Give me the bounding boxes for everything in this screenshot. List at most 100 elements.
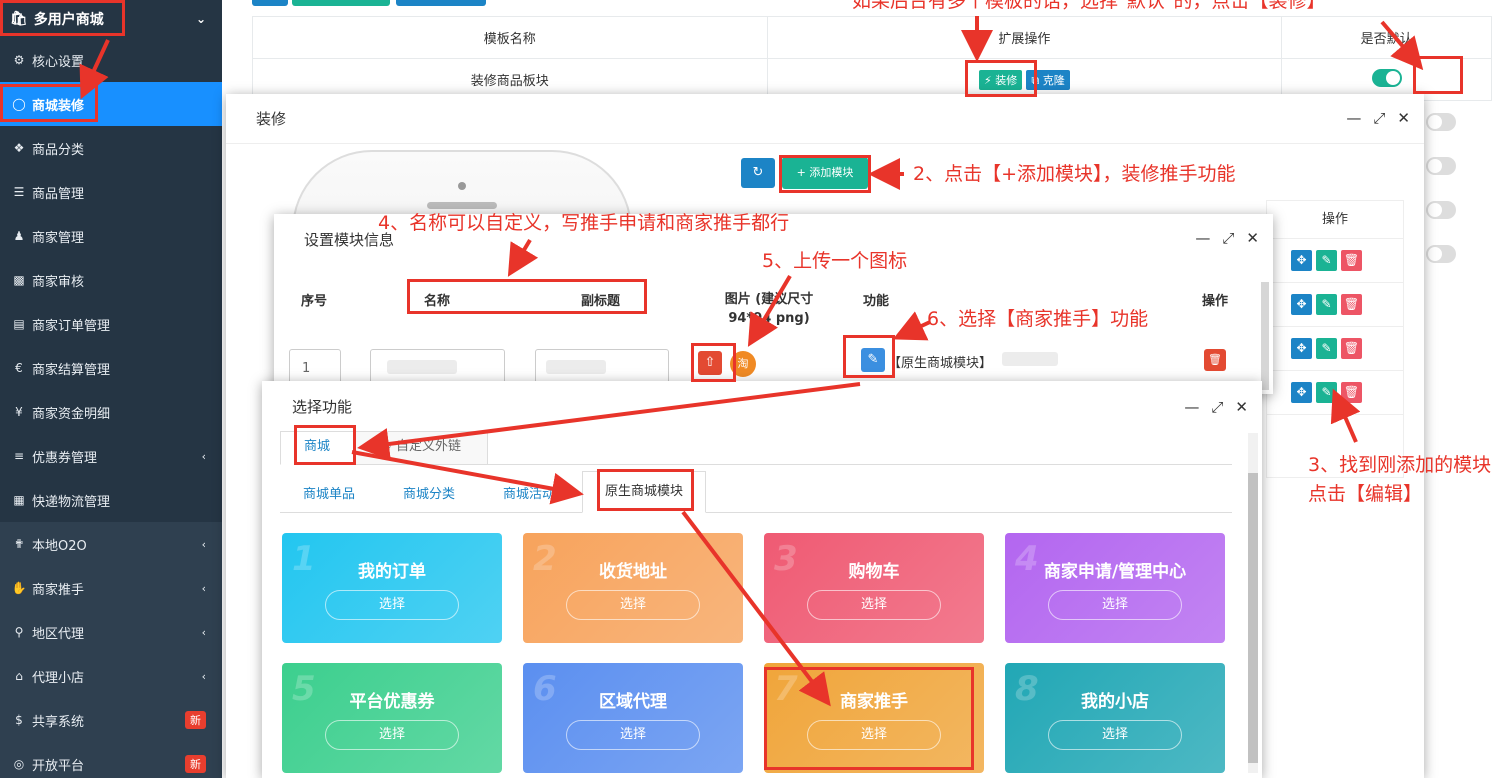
edit-button[interactable]: ✎: [1316, 338, 1337, 359]
minimize-icon[interactable]: —: [1184, 398, 1200, 416]
tab-mall[interactable]: 商城: [280, 431, 354, 465]
decorate-button[interactable]: ⚡ 装修: [978, 69, 1023, 90]
annotation-step2: 2、点击【+添加模块】，装修推手功能: [913, 163, 1236, 185]
chevron-left-icon: ‹: [201, 581, 206, 595]
toolbar-button[interactable]: [292, 0, 390, 6]
cogs-icon: ⚙: [13, 53, 25, 67]
tile-title: 区域代理: [599, 692, 667, 712]
toolbar-button[interactable]: [396, 0, 486, 6]
edit-button[interactable]: ✎: [1316, 382, 1337, 403]
sidebar-item[interactable]: ⌂代理小店‹: [0, 654, 222, 698]
move-button[interactable]: ✥: [1291, 250, 1312, 271]
subtab-native-module[interactable]: 原生商城模块: [582, 471, 706, 513]
select-button[interactable]: 选择: [325, 720, 459, 750]
toolbar-button[interactable]: [252, 0, 288, 6]
sidebar-item[interactable]: €商家结算管理: [0, 346, 222, 390]
default-toggle[interactable]: [1426, 201, 1456, 219]
sidebar-item[interactable]: ⚲地区代理‹: [0, 610, 222, 654]
delete-button[interactable]: 🗑: [1341, 382, 1362, 403]
sidebar-item[interactable]: ◎开放平台新: [0, 742, 222, 778]
add-module-button[interactable]: + 添加模块: [782, 157, 868, 189]
default-toggle[interactable]: [1426, 245, 1456, 263]
maximize-icon[interactable]: ⤢: [1211, 398, 1224, 416]
move-button[interactable]: ✥: [1291, 338, 1312, 359]
edit-button[interactable]: ✎: [1316, 250, 1337, 271]
default-toggle[interactable]: [1371, 68, 1402, 87]
select-button[interactable]: 选择: [325, 590, 459, 620]
sidebar-item[interactable]: ☰商品管理: [0, 170, 222, 214]
seq-header: 序号: [301, 294, 328, 309]
select-button[interactable]: 选择: [566, 720, 700, 750]
pin-icon: ✟: [13, 537, 25, 551]
minimize-icon[interactable]: —: [1346, 109, 1362, 127]
scrollbar[interactable]: [1261, 282, 1269, 390]
edit-button[interactable]: ✎: [1316, 294, 1337, 315]
refresh-button[interactable]: ↻: [741, 158, 775, 188]
blurred-text: [546, 360, 606, 374]
circle-icon: ◯: [12, 97, 26, 111]
sidebar-item[interactable]: ✟本地O2O‹: [0, 522, 222, 566]
delete-button[interactable]: 🗑: [1341, 294, 1362, 315]
sidebar-item[interactable]: ▦快递物流管理: [0, 478, 222, 522]
delete-button[interactable]: 🗑: [1204, 349, 1226, 371]
sidebar-item[interactable]: $共享系统新: [0, 698, 222, 742]
sidebar-item[interactable]: ✋商家推手‹: [0, 566, 222, 610]
annotation-step4: 4、名称可以自定义，写推手申请和商家推手都行: [378, 212, 790, 234]
move-button[interactable]: ✥: [1291, 294, 1312, 315]
edit-function-button[interactable]: ✎: [861, 348, 885, 372]
subtab-activity[interactable]: 商城活动: [503, 487, 556, 502]
move-button[interactable]: ✥: [1291, 382, 1312, 403]
image-header: 图片 (建议尺寸 94*94 png): [724, 292, 814, 326]
upload-button[interactable]: ⇧: [698, 351, 722, 375]
minimize-icon[interactable]: —: [1195, 229, 1211, 247]
select-button[interactable]: 选择: [807, 720, 941, 750]
chevron-left-icon: ‹: [201, 669, 206, 683]
annotation-box: [691, 343, 736, 382]
default-toggle[interactable]: [1426, 157, 1456, 175]
sidebar-item[interactable]: ⚙核心设置: [0, 38, 222, 82]
sidebar-item[interactable]: ¥商家资金明细: [0, 390, 222, 434]
default-toggle[interactable]: [1426, 113, 1456, 131]
subtab-single[interactable]: 商城单品: [303, 487, 356, 502]
seq-input[interactable]: 1: [289, 349, 341, 385]
col-default: 是否默认: [1281, 16, 1492, 59]
tile-title: 我的小店: [1081, 692, 1149, 712]
tile-title: 商家申请/管理中心: [1043, 562, 1187, 582]
sidebar-item[interactable]: ▩商家审核: [0, 258, 222, 302]
new-badge: 新: [185, 755, 206, 773]
close-icon[interactable]: ✕: [1246, 229, 1259, 247]
select-button[interactable]: 选择: [566, 590, 700, 620]
tab-custom-link[interactable]: ∞ 自定义外链: [354, 431, 488, 465]
sidebar-item[interactable]: ▤商家订单管理: [0, 302, 222, 346]
sidebar-item[interactable]: ≡优惠券管理‹: [0, 434, 222, 478]
close-icon[interactable]: ✕: [1235, 398, 1248, 416]
annotation-step6: 6、选择【商家推手】功能: [927, 308, 1149, 330]
delete-button[interactable]: 🗑: [1341, 338, 1362, 359]
ops-header: 操作: [1202, 294, 1229, 309]
select-button[interactable]: 选择: [807, 590, 941, 620]
delete-button[interactable]: 🗑: [1341, 250, 1362, 271]
sidebar-item[interactable]: ♟商家管理: [0, 214, 222, 258]
tile-title: 购物车: [848, 562, 900, 582]
sidebar-item-label: 快递物流管理: [32, 494, 111, 510]
annotation-box: [779, 155, 871, 193]
maximize-icon[interactable]: ⤢: [1373, 109, 1386, 127]
scrollbar-thumb[interactable]: [1248, 473, 1258, 763]
annotation-step1: 如果后台有多个模板的话，选择"默认"的，点击【装修】: [852, 0, 1326, 12]
select-button[interactable]: 选择: [1048, 590, 1182, 620]
sidebar-header-multi-mall[interactable]: 🛍 多用户商城 ⌄: [0, 0, 222, 38]
subtab-category[interactable]: 商城分类: [403, 487, 456, 502]
name-input[interactable]: [370, 349, 505, 385]
col-template-name: 模板名称: [252, 16, 768, 59]
scrollbar[interactable]: [1248, 433, 1258, 773]
sidebar-item-label: 商家结算管理: [32, 362, 111, 378]
phone-speaker: [458, 182, 466, 190]
module-op-row: ✥✎🗑: [1267, 371, 1403, 415]
maximize-icon[interactable]: ⤢: [1222, 229, 1235, 247]
sidebar-item[interactable]: ❖商品分类: [0, 126, 222, 170]
subtitle-input[interactable]: [535, 349, 669, 385]
sidebar-item[interactable]: ◯商城装修: [0, 82, 222, 126]
close-icon[interactable]: ✕: [1397, 109, 1410, 127]
select-button[interactable]: 选择: [1048, 720, 1182, 750]
